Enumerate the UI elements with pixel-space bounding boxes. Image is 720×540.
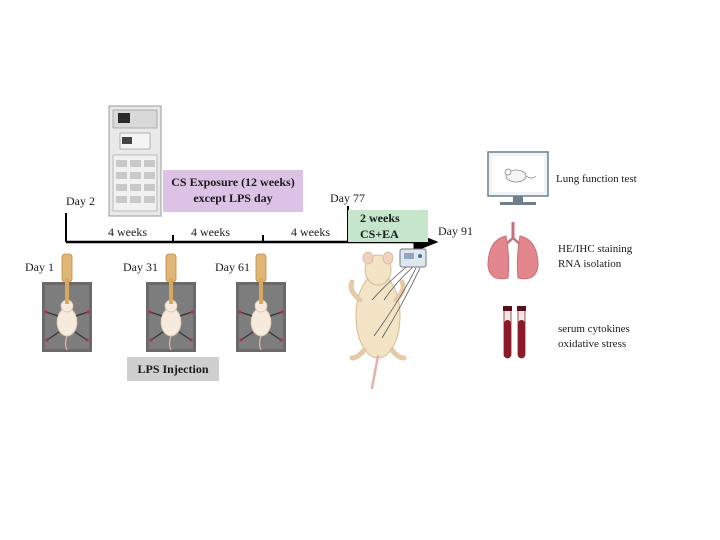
smoke-chamber-icon	[108, 105, 162, 217]
outcome-label: oxidative stress	[558, 338, 627, 350]
day-label: Day 77	[330, 191, 365, 205]
cs-exposure-note: except LPS day	[193, 191, 273, 205]
blood-tubes-icon	[503, 306, 526, 359]
outcome-label: Lung function test	[556, 173, 637, 185]
day-label: Day 2	[66, 194, 95, 208]
computer-mouse-icon	[487, 151, 549, 205]
day-label: Day 1	[25, 260, 54, 274]
outcome-label: serum cytokines	[558, 323, 630, 335]
interval-label: 4 weeks	[108, 225, 147, 239]
day-label: Day 91	[438, 224, 473, 238]
day-label: Day 61	[215, 260, 250, 274]
interval-label: 4 weeks	[291, 225, 330, 239]
cs-ea-box: 2 weeks CS+EA	[348, 210, 428, 242]
cs-ea-duration: 2 weeks	[360, 211, 400, 225]
electroacupuncture-mouse-icon	[348, 248, 427, 390]
interval-label: 4 weeks	[191, 225, 230, 239]
cs-ea-label: CS+EA	[360, 227, 399, 241]
cs-exposure-title: CS Exposure (12 weeks)	[171, 175, 295, 189]
lps-injection-box: LPS Injection	[127, 357, 219, 381]
lungs-icon	[487, 222, 539, 280]
outcome-label: HE/IHC staining	[558, 243, 633, 255]
cs-exposure-box: CS Exposure (12 weeks) except LPS day	[163, 170, 303, 212]
day-label: Day 31	[123, 260, 158, 274]
outcome-label: RNA isolation	[558, 258, 622, 270]
